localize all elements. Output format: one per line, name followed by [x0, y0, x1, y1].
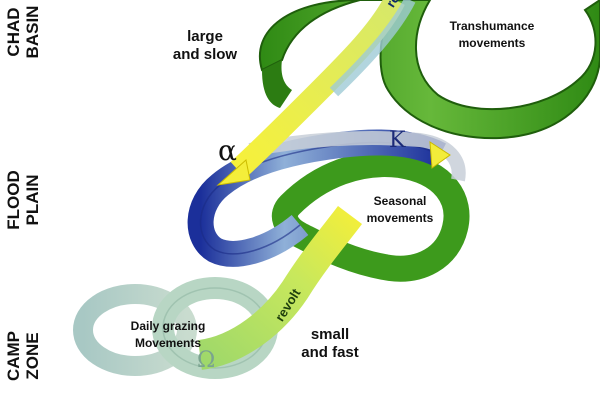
zone-line: BASIN [23, 5, 42, 59]
annotation-line: Seasonal [373, 194, 427, 208]
omega-symbol: Ω [197, 348, 216, 373]
zone-label-camp-zone: CAMP ZONE [4, 316, 42, 396]
remember-arrow [216, 0, 416, 186]
camp-loop-left [73, 284, 197, 376]
annotation-line: small [310, 326, 350, 343]
large-slow-label: large and slow [150, 28, 260, 64]
kappa-arrowhead [429, 141, 451, 169]
annotation-line: Movements [134, 336, 202, 350]
annotation-line: movements [366, 211, 434, 225]
seasonal-label: Seasonal movements [345, 193, 455, 227]
zone-label-flood-plain: FLOOD PLAIN [4, 160, 42, 240]
zone-line: ZONE [23, 332, 42, 380]
zone-line: CHAD [4, 7, 23, 57]
transhumance-label: Transhumance movements [432, 18, 552, 52]
zone-line: FLOOD [4, 170, 23, 230]
revolt-arrow [197, 205, 362, 370]
zone-line: PLAIN [23, 174, 42, 226]
annotation-line: and slow [172, 46, 238, 63]
annotation-line: and fast [301, 344, 359, 361]
alpha-symbol: α [218, 134, 237, 167]
daily-grazing-label: Daily grazing Movements [108, 318, 228, 352]
annotation-line: movements [458, 36, 526, 50]
zone-line: CAMP [4, 330, 23, 382]
annotation-line: large [187, 28, 223, 45]
annotation-line: Transhumance [449, 19, 535, 33]
kappa-symbol: K [389, 128, 406, 153]
small-fast-label: small and fast [285, 326, 375, 362]
zone-label-chad-basin: CHAD BASIN [4, 0, 42, 72]
annotation-line: Daily grazing [130, 319, 206, 333]
chad-loop-tail [262, 60, 292, 108]
